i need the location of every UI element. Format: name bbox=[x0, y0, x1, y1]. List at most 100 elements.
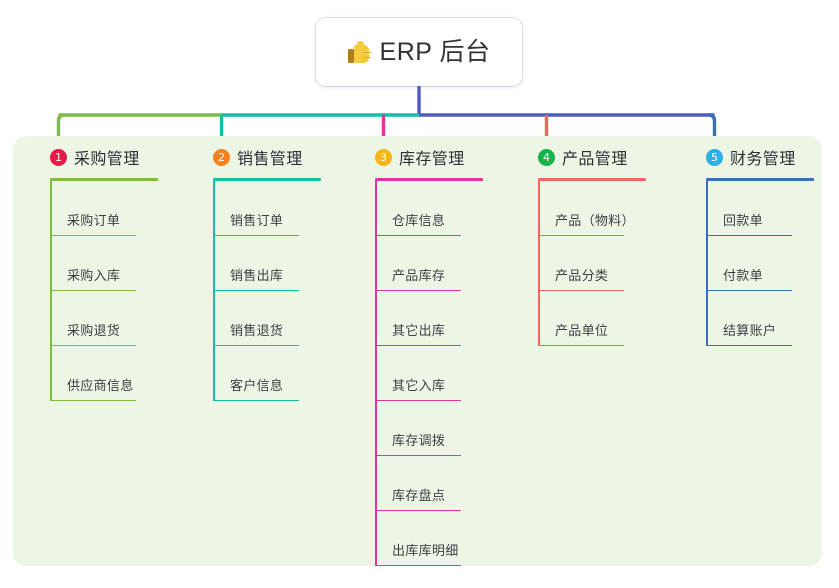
branch-item[interactable]: 采购订单 bbox=[50, 181, 158, 236]
branch-item[interactable]: 客户信息 bbox=[213, 346, 321, 401]
branch-item-label: 库存调拨 bbox=[392, 433, 446, 448]
branch-item[interactable]: 其它出库 bbox=[375, 291, 483, 346]
branch-item[interactable]: 付款单 bbox=[706, 236, 814, 291]
branch-item-label: 产品库存 bbox=[392, 268, 446, 283]
branch-item-label: 采购订单 bbox=[67, 213, 121, 228]
branch-item-label: 仓库信息 bbox=[392, 213, 446, 228]
thumbs-up-icon bbox=[347, 40, 371, 64]
branch-spine bbox=[706, 181, 708, 346]
branch-item[interactable]: 出库库明细 bbox=[375, 511, 483, 566]
branch-column-3: 3 库存管理仓库信息产品库存其它出库其它入库库存调拨库存盘点出库库明细 bbox=[357, 144, 483, 566]
branch-item-underline bbox=[375, 564, 461, 566]
branch-item[interactable]: 销售退货 bbox=[213, 291, 321, 346]
branch-item[interactable]: 采购入库 bbox=[50, 236, 158, 291]
branch-item[interactable]: 结算账户 bbox=[706, 291, 814, 346]
branch-underline bbox=[375, 178, 483, 181]
branch-item-underline bbox=[213, 399, 299, 401]
branch-title: 销售管理 bbox=[237, 151, 303, 168]
branch-item-underline bbox=[50, 234, 136, 236]
branch-item-label: 产品（物料） bbox=[555, 213, 635, 228]
branch-item[interactable]: 库存盘点 bbox=[375, 456, 483, 511]
branch-item-underline bbox=[706, 234, 792, 236]
branch-item[interactable]: 销售出库 bbox=[213, 236, 321, 291]
diagram-panel bbox=[13, 136, 822, 566]
branch-item-label: 其它入库 bbox=[392, 378, 446, 393]
branch-underline bbox=[213, 178, 321, 181]
branch-heading-1[interactable]: 1 采购管理 bbox=[32, 144, 158, 170]
branch-item[interactable]: 供应商信息 bbox=[50, 346, 158, 401]
branch-title: 库存管理 bbox=[399, 151, 465, 168]
branch-column-1: 1 采购管理采购订单采购入库采购退货供应商信息 bbox=[32, 144, 158, 401]
branch-item-label: 回款单 bbox=[723, 213, 763, 228]
branch-item-label: 客户信息 bbox=[230, 378, 284, 393]
branch-item-label: 付款单 bbox=[723, 268, 763, 283]
branch-item-underline bbox=[375, 344, 461, 346]
branch-item[interactable]: 产品分类 bbox=[538, 236, 646, 291]
branch-item-underline bbox=[375, 234, 461, 236]
branch-item[interactable]: 销售订单 bbox=[213, 181, 321, 236]
branch-item-label: 销售退货 bbox=[230, 323, 284, 338]
branch-item-list: 产品（物料） 产品分类产品单位 bbox=[538, 181, 646, 346]
branch-item[interactable]: 采购退货 bbox=[50, 291, 158, 346]
branch-item-underline bbox=[538, 289, 624, 291]
branch-column-2: 2 销售管理销售订单销售出库销售退货客户信息 bbox=[195, 144, 321, 401]
branch-item-label: 供应商信息 bbox=[67, 378, 134, 393]
branch-item[interactable]: 其它入库 bbox=[375, 346, 483, 401]
branch-item-underline bbox=[375, 509, 461, 511]
connector-path bbox=[708, 113, 717, 146]
branch-underline bbox=[50, 178, 158, 181]
branch-item[interactable]: 仓库信息 bbox=[375, 181, 483, 236]
branch-spine bbox=[50, 181, 52, 401]
branch-item-underline bbox=[375, 399, 461, 401]
root-node-label: ERP 后台 bbox=[347, 37, 491, 66]
branch-spine bbox=[375, 181, 377, 566]
branch-item[interactable]: 回款单 bbox=[706, 181, 814, 236]
branch-number-badge: 1 bbox=[50, 148, 67, 166]
root-node[interactable]: ERP 后台 bbox=[316, 18, 522, 86]
branch-item[interactable]: 产品单位 bbox=[538, 291, 646, 346]
branch-item-label: 销售订单 bbox=[230, 213, 284, 228]
branch-item-underline bbox=[213, 344, 299, 346]
connector-path bbox=[56, 113, 65, 146]
branch-item-label: 产品单位 bbox=[555, 323, 609, 338]
branch-item-underline bbox=[213, 289, 299, 291]
branch-item-underline bbox=[375, 289, 461, 291]
branch-item-label: 结算账户 bbox=[723, 323, 777, 338]
branch-item-underline bbox=[706, 289, 792, 291]
branch-title: 采购管理 bbox=[74, 151, 140, 168]
branch-heading-2[interactable]: 2 销售管理 bbox=[195, 144, 321, 170]
branch-item[interactable]: 产品库存 bbox=[375, 236, 483, 291]
branch-heading-3[interactable]: 3 库存管理 bbox=[357, 144, 483, 170]
branch-item-underline bbox=[50, 399, 136, 401]
branch-item-underline bbox=[213, 234, 299, 236]
branch-item-underline bbox=[50, 344, 136, 346]
branch-item-label: 销售出库 bbox=[230, 268, 284, 283]
root-node-text: ERP 后台 bbox=[379, 37, 491, 66]
branch-number-badge: 3 bbox=[375, 148, 392, 166]
branch-item-list: 销售订单销售出库销售退货客户信息 bbox=[213, 181, 321, 401]
branch-item-label: 产品分类 bbox=[555, 268, 609, 283]
branch-number-badge: 4 bbox=[538, 148, 555, 166]
branch-item-label: 库存盘点 bbox=[392, 488, 446, 503]
branch-title: 财务管理 bbox=[730, 151, 796, 168]
branch-item[interactable]: 产品（物料） bbox=[538, 181, 646, 236]
branch-item-underline bbox=[538, 234, 624, 236]
branch-item-underline bbox=[375, 454, 461, 456]
branch-underline bbox=[538, 178, 646, 181]
branch-item-underline bbox=[50, 289, 136, 291]
branch-item-list: 回款单付款单结算账户 bbox=[706, 181, 814, 346]
branch-item-label: 采购入库 bbox=[67, 268, 121, 283]
branch-item-list: 仓库信息产品库存其它出库其它入库库存调拨库存盘点出库库明细 bbox=[375, 181, 483, 566]
branch-item-label: 出库库明细 bbox=[392, 543, 459, 558]
branch-spine bbox=[538, 181, 540, 346]
branch-item[interactable]: 库存调拨 bbox=[375, 401, 483, 456]
branch-item-underline bbox=[706, 344, 792, 346]
branch-item-underline bbox=[538, 344, 624, 346]
branch-underline bbox=[706, 178, 814, 181]
branch-number-badge: 2 bbox=[213, 148, 230, 166]
